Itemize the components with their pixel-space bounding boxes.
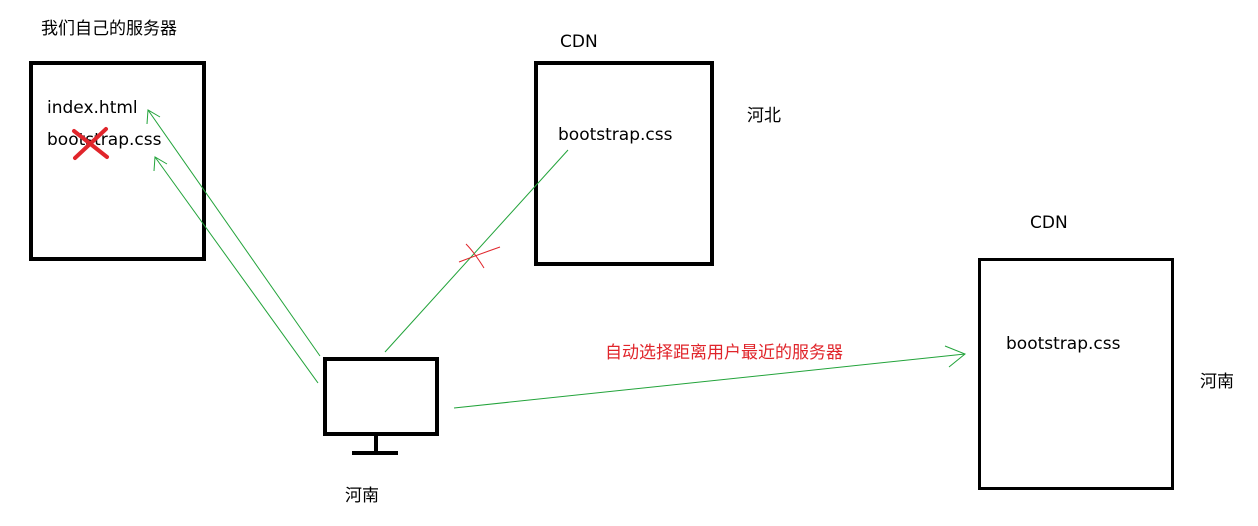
cdn-hebei-title: CDN (560, 32, 598, 52)
cdn-hebei-box (534, 61, 714, 266)
cdn-henan-box (978, 258, 1174, 490)
own-server-file-index: index.html (47, 98, 138, 118)
monitor-icon (323, 357, 439, 455)
cdn-henan-file: bootstrap.css (1006, 334, 1121, 354)
arrow-to-cdn-henan (453, 345, 966, 409)
cdn-hebei-region: 河北 (747, 106, 781, 126)
own-server-title: 我们自己的服务器 (41, 19, 177, 39)
arrow-to-index-html (146, 109, 321, 357)
blocked-cross-icon (458, 243, 501, 269)
cross-icon (72, 127, 109, 160)
cdn-henan-region: 河南 (1200, 372, 1234, 392)
cdn-henan-title: CDN (1030, 213, 1068, 233)
arrow-to-own-bootstrap (153, 156, 319, 384)
own-server-box (29, 61, 206, 261)
own-server-file-bootstrap: bootstrap.css (47, 130, 162, 150)
nearest-server-annotation: 自动选择距离用户最近的服务器 (605, 343, 843, 363)
client-region: 河南 (345, 486, 379, 506)
cdn-hebei-file: bootstrap.css (558, 125, 673, 145)
blocked-line-to-cdn-hebei (384, 149, 569, 353)
